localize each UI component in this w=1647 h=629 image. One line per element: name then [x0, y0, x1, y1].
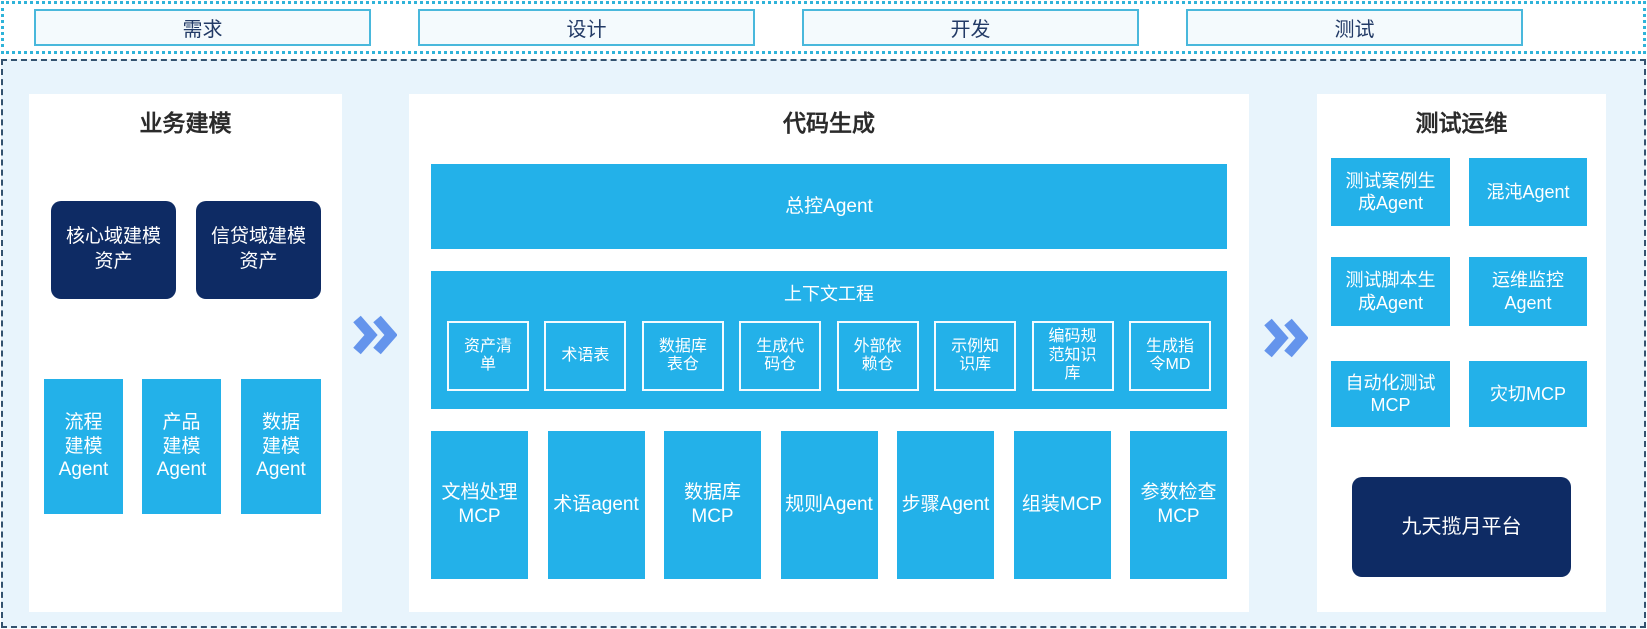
double-chevron-icon	[353, 315, 398, 355]
node-example-knowledge-base: 示例知 识库	[934, 321, 1017, 391]
node-ops-monitoring-agent: 运维监控 Agent	[1469, 257, 1587, 326]
node-generation-instruction-md: 生成指 令MD	[1128, 321, 1211, 391]
panel-title-business-modeling: 业务建模	[139, 110, 232, 136]
phase-box-testing: 测试	[1186, 9, 1523, 46]
node-external-dependency-repo: 外部依 赖仓	[836, 321, 919, 391]
phase-box-requirements: 需求	[34, 9, 371, 46]
node-master-agent: 总控Agent	[431, 164, 1227, 249]
node-product-modeling-agent: 产品 建模 Agent	[142, 379, 221, 514]
node-param-check-mcp: 参数检查 MCP	[1130, 431, 1227, 579]
double-chevron-icon	[1264, 318, 1309, 358]
panel-test-ops: 测试运维 测试案例生 成Agent 混沌Agent 测试脚本生 成Agent 运…	[1317, 94, 1606, 612]
context-engineering-items: 资产清 单 术语表 数据库 表仓 生成代 码仓 外部依 赖仓 示例知 识库 编码…	[447, 321, 1211, 391]
panel-title-test-ops: 测试运维	[1415, 110, 1508, 136]
node-database-mcp: 数据库 MCP	[664, 431, 761, 579]
node-test-script-gen-agent: 测试脚本生 成Agent	[1331, 257, 1450, 326]
node-doc-processing-mcp: 文档处理 MCP	[431, 431, 528, 579]
node-generated-code-repo: 生成代 码仓	[739, 321, 822, 391]
node-assembly-mcp: 组装MCP	[1013, 431, 1111, 579]
node-disaster-switch-mcp: 灾切MCP	[1469, 361, 1587, 427]
node-test-case-gen-agent: 测试案例生 成Agent	[1331, 158, 1450, 226]
node-core-domain-modeling-assets: 核心域建模 资产	[51, 201, 176, 299]
node-asset-list: 资产清 单	[447, 321, 529, 391]
node-data-modeling-agent: 数据 建模 Agent	[241, 379, 321, 514]
panel-business-modeling: 业务建模 核心域建模 资产 信贷域建模 资产 流程 建模 Agent 产品 建模…	[29, 94, 342, 612]
node-glossary: 术语表	[544, 321, 627, 391]
phase-box-design: 设计	[418, 9, 755, 46]
panel-code-generation: 代码生成 总控Agent 上下文工程 资产清 单 术语表 数据库 表仓 生成代 …	[409, 94, 1249, 612]
phase-box-development: 开发	[802, 9, 1139, 46]
context-engineering-title: 上下文工程	[784, 284, 874, 304]
node-chaos-agent: 混沌Agent	[1469, 158, 1587, 226]
node-coding-standard-knowledge-base: 编码规 范知识 库	[1031, 321, 1114, 391]
phase-strip: 需求 设计 开发 测试	[1, 1, 1646, 54]
node-jiutian-lanyue-platform: 九天揽月平台	[1352, 477, 1571, 577]
node-rule-agent: 规则Agent	[780, 431, 878, 579]
mcp-agent-row: 文档处理 MCP 术语agent 数据库 MCP 规则Agent 步骤Agent…	[431, 431, 1227, 579]
context-engineering-group: 上下文工程 资产清 单 术语表 数据库 表仓 生成代 码仓 外部依 赖仓 示例知…	[431, 271, 1227, 409]
node-automated-test-mcp: 自动化测试 MCP	[1331, 361, 1450, 427]
node-glossary-agent: 术语agent	[547, 431, 645, 579]
node-db-table-repo: 数据库 表仓	[641, 321, 724, 391]
node-credit-domain-modeling-assets: 信贷域建模 资产	[196, 201, 321, 299]
panel-title-code-generation: 代码生成	[783, 110, 875, 136]
node-step-agent: 步骤Agent	[897, 431, 994, 579]
node-process-modeling-agent: 流程 建模 Agent	[44, 379, 123, 514]
main-container: 业务建模 核心域建模 资产 信贷域建模 资产 流程 建模 Agent 产品 建模…	[1, 59, 1646, 628]
